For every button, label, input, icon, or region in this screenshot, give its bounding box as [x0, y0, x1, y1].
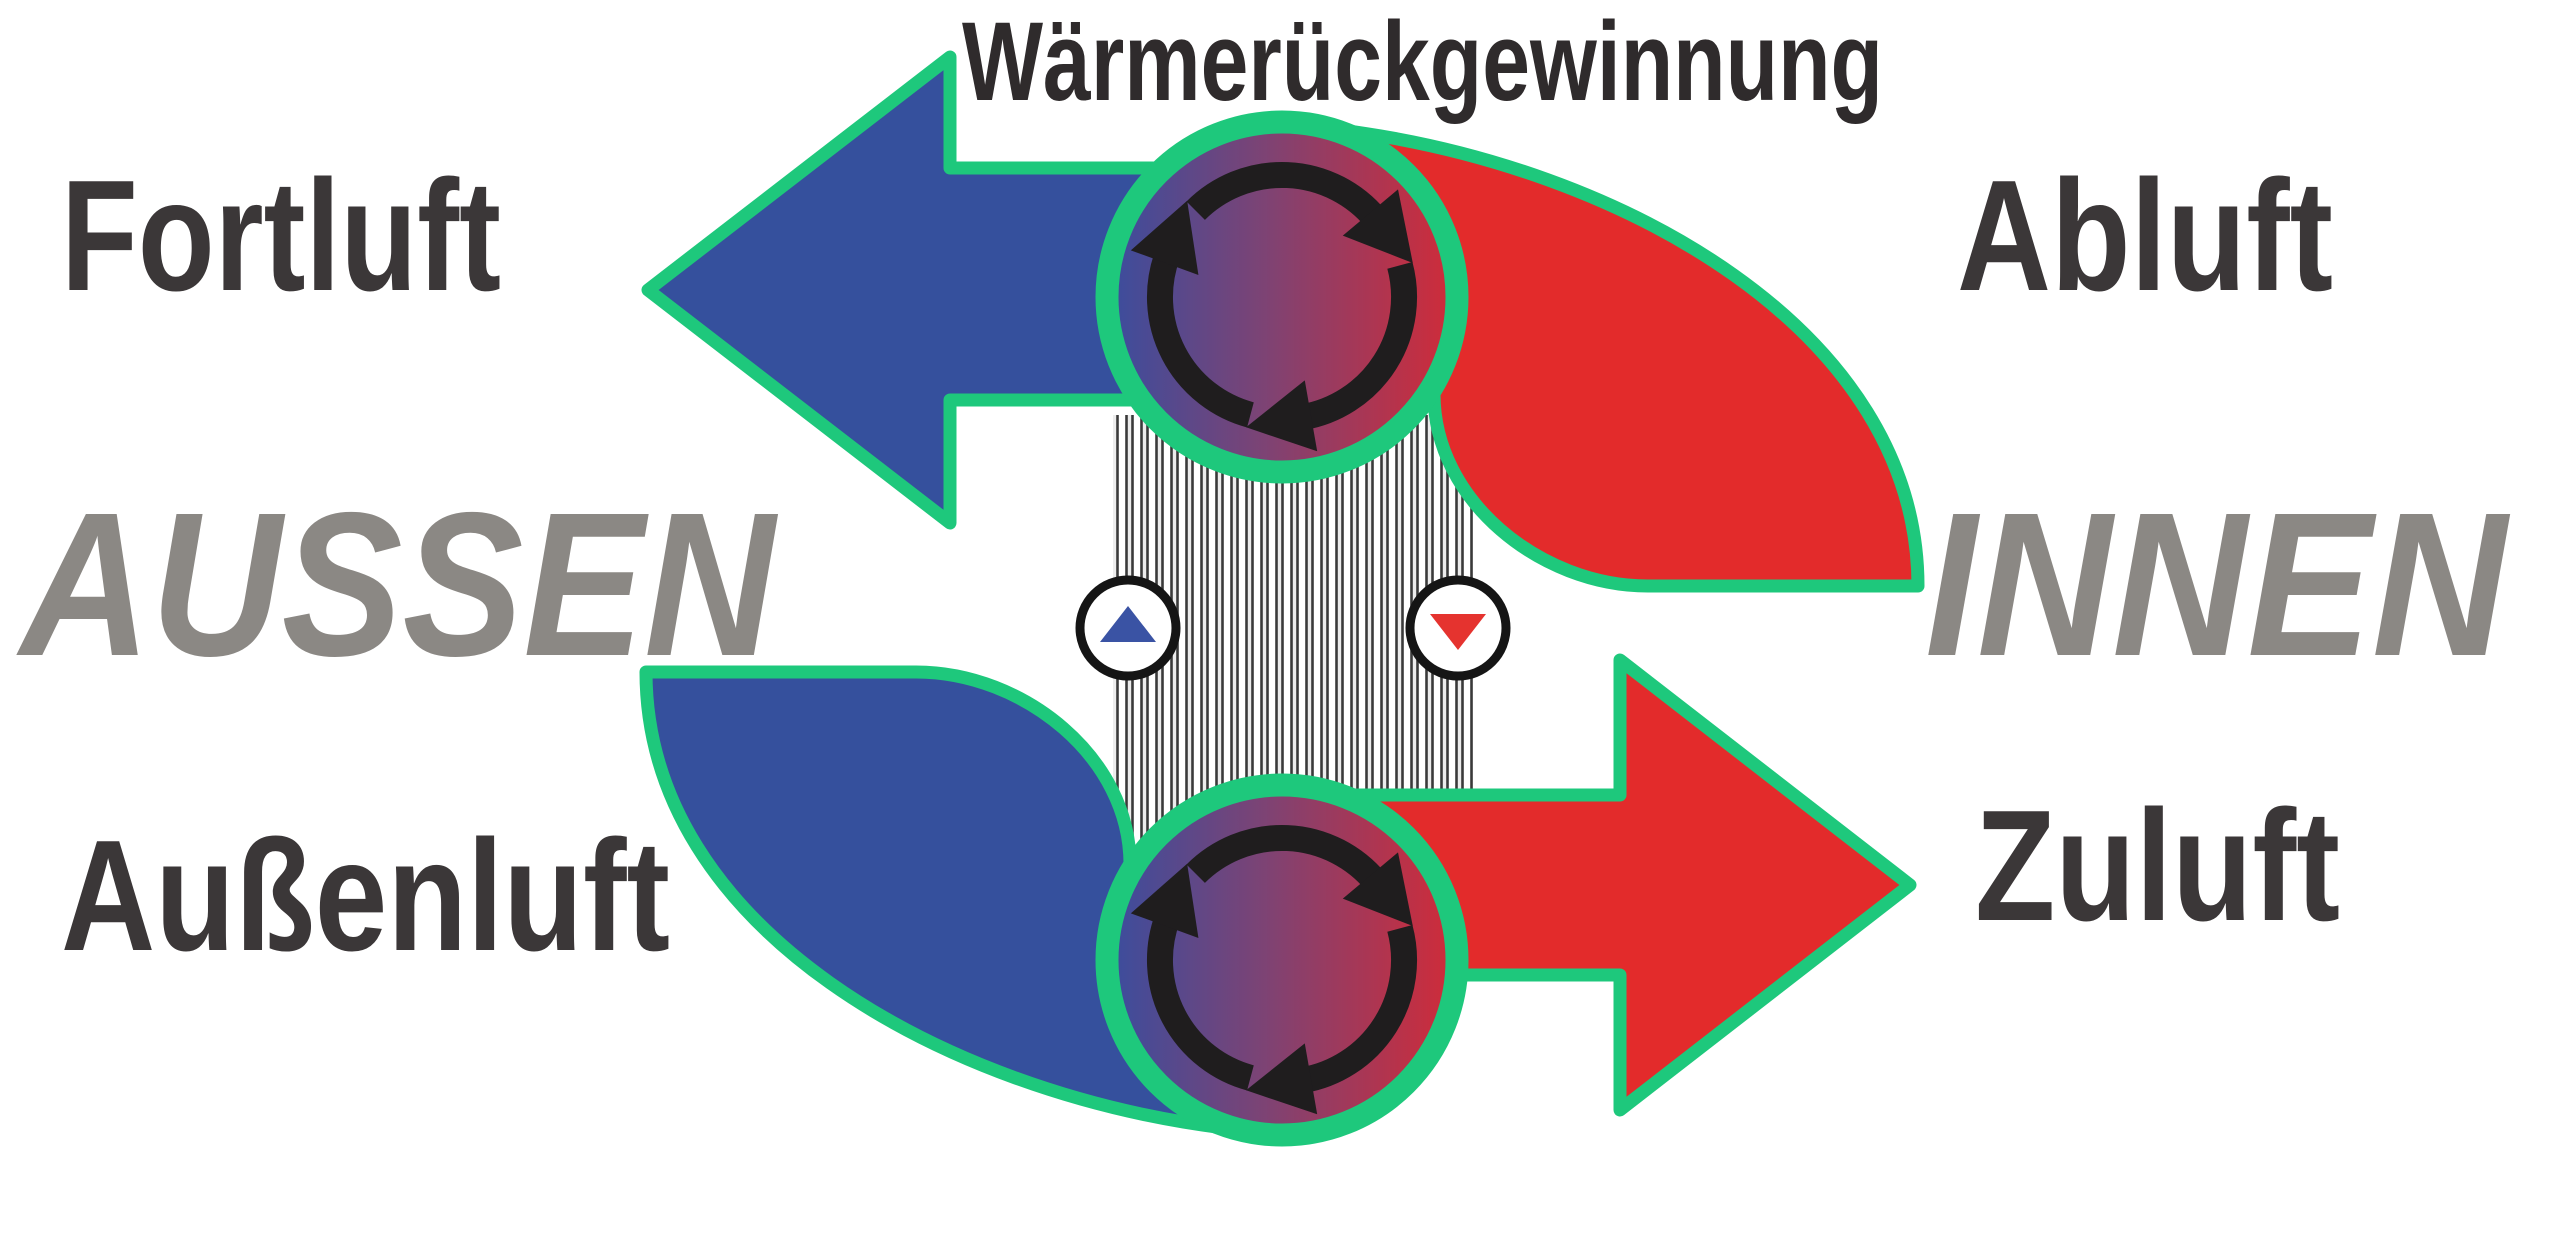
outdoor-air-duct — [639, 665, 1231, 1135]
label-outdoor-air: Außenluft — [61, 808, 670, 984]
triangle-down-icon — [1430, 614, 1486, 650]
label-exhaust-air: Fortluft — [61, 148, 501, 324]
zone-label-outside: AUSSEN — [16, 470, 779, 699]
diagram-title: Wärmerückgewinnung — [962, 0, 1883, 124]
extract-air-duct — [1333, 123, 1925, 593]
warm-flow-indicator — [1405, 575, 1511, 681]
label-extract-air: Abluft — [1957, 148, 2333, 324]
triangle-up-icon — [1100, 606, 1156, 642]
cold-flow-indicator — [1075, 575, 1181, 681]
zone-label-inside: INNEN — [1925, 470, 2511, 699]
label-supply-air: Zuluft — [1975, 778, 2340, 954]
